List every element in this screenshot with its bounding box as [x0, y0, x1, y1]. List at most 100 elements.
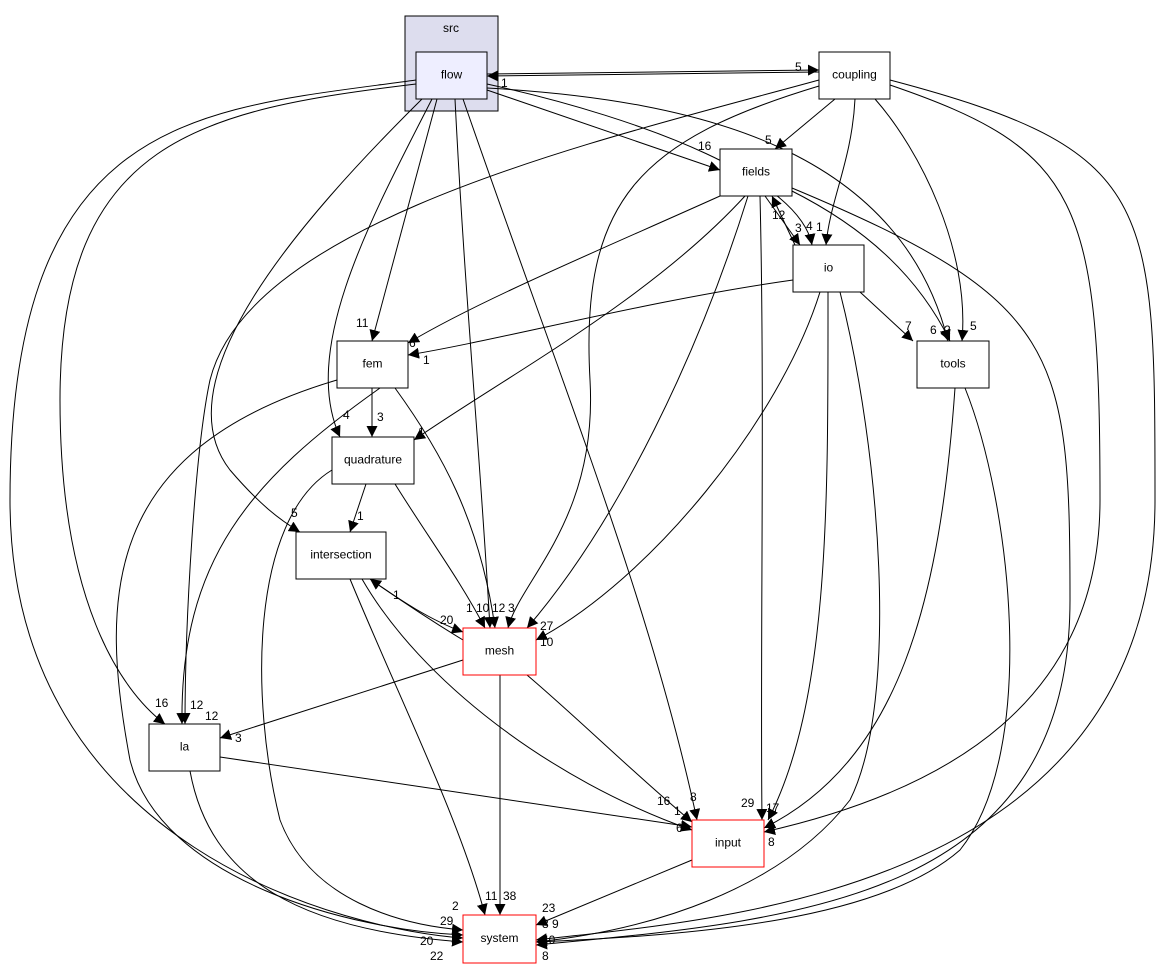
node-label[interactable]: la [180, 740, 190, 754]
node-label[interactable]: quadrature [344, 453, 402, 467]
edge-label[interactable]: 9 [552, 917, 559, 931]
node-label[interactable]: fields [742, 165, 770, 179]
node-box[interactable] [462, 627, 537, 676]
node-box[interactable] [916, 340, 990, 389]
edge-label[interactable]: 5 [765, 133, 772, 147]
edge-label[interactable]: 2 [944, 323, 951, 337]
edge-flow-to-coupling [486, 64, 820, 76]
node-coupling[interactable]: coupling [818, 51, 891, 100]
node-box[interactable] [462, 914, 537, 964]
node-fields[interactable]: fields [719, 148, 793, 197]
node-box[interactable] [336, 340, 409, 389]
edge-label[interactable]: 20 [420, 934, 434, 948]
node-box[interactable] [295, 531, 387, 580]
node-quadrature[interactable]: quadrature [331, 436, 415, 485]
node-input[interactable]: input [691, 819, 765, 868]
edge-tools-to-system [535, 387, 1011, 948]
edge-label[interactable]: 20 [440, 613, 454, 627]
node-label[interactable]: input [715, 836, 742, 850]
edge-label[interactable]: 22 [430, 949, 444, 963]
node-label[interactable]: coupling [832, 68, 877, 82]
edge-label[interactable]: 29 [440, 914, 454, 928]
edge-label[interactable]: 12 [190, 698, 204, 712]
edge-label[interactable]: 6 [676, 821, 683, 835]
node-label[interactable]: flow [441, 68, 463, 82]
node-label[interactable]: fem [362, 357, 382, 371]
edge-io-to-system [535, 291, 881, 947]
edge-label[interactable]: 4 [806, 219, 813, 233]
edge-label[interactable]: 3 [377, 410, 384, 424]
edge-label[interactable]: 23 [542, 901, 556, 915]
edge-label[interactable]: 1 [418, 425, 425, 439]
edge-label[interactable]: 1 [393, 588, 400, 602]
edge-label[interactable]: 29 [741, 796, 755, 810]
edge-label[interactable]: 8 [768, 821, 775, 835]
edge-label[interactable]: 12 [205, 709, 219, 723]
edge-label[interactable]: 16 [155, 696, 169, 710]
node-box[interactable] [719, 148, 793, 197]
node-box[interactable] [148, 723, 221, 772]
edge-label[interactable]: 7 [905, 319, 912, 333]
node-label[interactable]: tools [940, 357, 965, 371]
edge-coupling-to-la [179, 79, 820, 725]
edge-label[interactable]: 40 [542, 933, 556, 947]
edge-fields-to-quadrature [413, 195, 746, 441]
edge-coupling-to-tools [874, 98, 969, 342]
edge-label[interactable]: 6 [930, 323, 937, 337]
node-fem[interactable]: fem [336, 340, 409, 389]
edge-fields-to-input [756, 195, 768, 821]
edge-label[interactable]: 4 [343, 408, 350, 422]
edge-label[interactable]: 3 [508, 601, 515, 615]
edge-coupling-to-io [821, 98, 856, 246]
node-label[interactable]: intersection [310, 548, 371, 562]
edge-label[interactable]: 1 [357, 509, 364, 523]
node-system[interactable]: system [462, 914, 537, 964]
node-box[interactable] [331, 436, 415, 485]
edge-label[interactable]: 1 [816, 220, 823, 234]
edge-label[interactable]: 10 [476, 601, 490, 615]
edge-mesh-to-intersection [369, 578, 464, 641]
edge-label[interactable]: 17 [766, 801, 780, 815]
edge-flow-to-fields [486, 89, 721, 172]
edge-label[interactable]: 5 [291, 506, 298, 520]
node-la[interactable]: la [148, 723, 221, 772]
edge-label[interactable]: 11 [356, 316, 369, 330]
node-io[interactable]: io [792, 244, 865, 293]
edge-label[interactable]: 8 [768, 835, 775, 849]
node-box[interactable] [792, 244, 865, 293]
edge-label[interactable]: 27 [540, 619, 554, 633]
node-intersection[interactable]: intersection [295, 531, 387, 580]
edge-flow-to-intersection [210, 98, 423, 533]
edge-label[interactable]: 16 [657, 794, 671, 808]
edge-label[interactable]: 16 [698, 139, 712, 153]
node-label[interactable]: system [480, 931, 518, 945]
node-box[interactable] [691, 819, 765, 868]
node-box[interactable] [818, 51, 891, 100]
edge-label[interactable]: 1 [466, 601, 473, 615]
node-label[interactable]: io [824, 261, 834, 275]
edge-label[interactable]: 1 [423, 353, 430, 367]
edge-coupling-to-mesh [505, 85, 820, 629]
edge-label[interactable]: 12 [772, 208, 786, 222]
edge-label[interactable]: 10 [540, 635, 554, 649]
edge-flow-to-mesh [454, 98, 495, 629]
edge-label[interactable]: 6 [409, 336, 416, 350]
edge-label[interactable]: 2 [452, 899, 459, 913]
edge-label[interactable]: 5 [795, 60, 802, 74]
node-box[interactable] [415, 51, 488, 100]
edge-label[interactable]: 12 [492, 601, 506, 615]
edge-label[interactable]: 8 [690, 790, 697, 804]
edge-label[interactable]: 1 [674, 804, 681, 818]
edge-label[interactable]: 8 [542, 917, 549, 931]
edge-label[interactable]: 38 [503, 889, 517, 903]
node-mesh[interactable]: mesh [462, 627, 537, 676]
edge-label[interactable]: 8 [542, 949, 549, 963]
edge-label[interactable]: 5 [970, 319, 977, 333]
edge-label[interactable]: 1 [501, 76, 508, 90]
edge-label[interactable]: 3 [795, 221, 802, 235]
edge-label[interactable]: 3 [235, 731, 242, 745]
node-label[interactable]: mesh [485, 644, 514, 658]
node-flow[interactable]: flow [415, 51, 488, 100]
edge-label[interactable]: 11 [485, 889, 498, 903]
node-tools[interactable]: tools [916, 340, 990, 389]
